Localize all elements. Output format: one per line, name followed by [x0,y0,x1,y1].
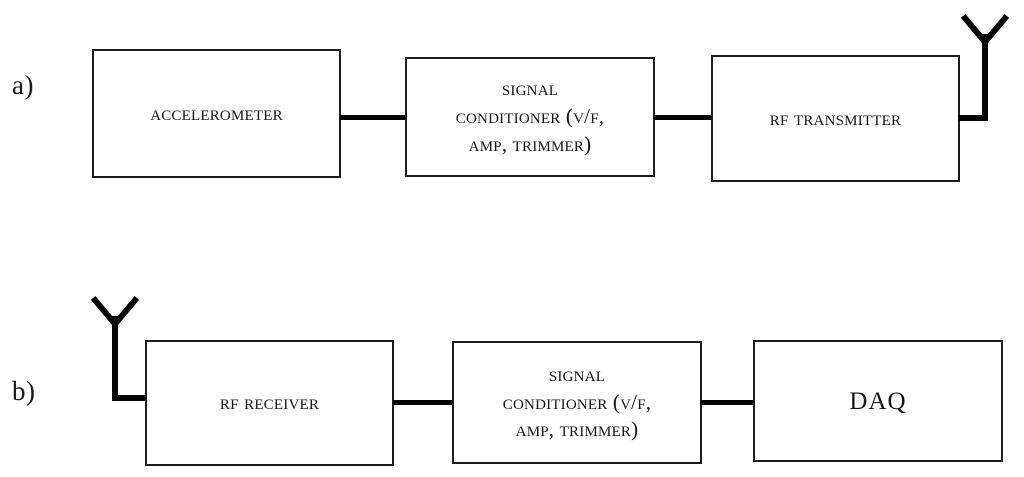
connector-signal-conditioner-to-daq [701,400,755,405]
connector-signal-conditioner-to-rf-transmitter [654,115,713,120]
transmit-antenna-mast [982,34,988,121]
receive-antenna-feed-line [112,395,148,401]
block-accelerometer[interactable]: ACCELEROMETER [92,49,341,178]
block-rf-receiver[interactable]: RF RECEIVER [145,340,394,466]
block-signal-conditioner-transmit[interactable]: SIGNAL CONDITIONER (V/F, AMP, TRIMMER) [405,57,655,177]
block-rf-receiver-label: RF RECEIVER [219,390,320,415]
panel-label-a: a) [12,70,34,100]
block-daq[interactable]: DAQ [753,340,1003,462]
connector-accelerometer-to-signal-conditioner [340,115,407,120]
block-accelerometer-label: ACCELEROMETER [150,100,283,125]
block-rf-transmitter[interactable]: RF TRANSMITTER [711,55,960,182]
block-daq-label: DAQ [849,387,907,415]
transmit-antenna-arm-right [982,14,1010,44]
block-signal-conditioner-transmit-label: SIGNAL CONDITIONER (V/F, AMP, TRIMMER) [455,76,605,156]
receive-antenna-mast [112,316,118,401]
transmit-antenna-feed-line [958,115,988,121]
receive-antenna-arm-right [112,296,140,326]
panel-label-b: b) [12,376,36,406]
block-signal-conditioner-receive-label: SIGNAL CONDITIONER (V/F, AMP, TRIMMER) [502,361,652,442]
block-signal-conditioner-receive[interactable]: SIGNAL CONDITIONER (V/F, AMP, TRIMMER) [452,341,702,464]
block-rf-transmitter-label: RF TRANSMITTER [769,105,902,130]
connector-rf-receiver-to-signal-conditioner [393,400,454,405]
